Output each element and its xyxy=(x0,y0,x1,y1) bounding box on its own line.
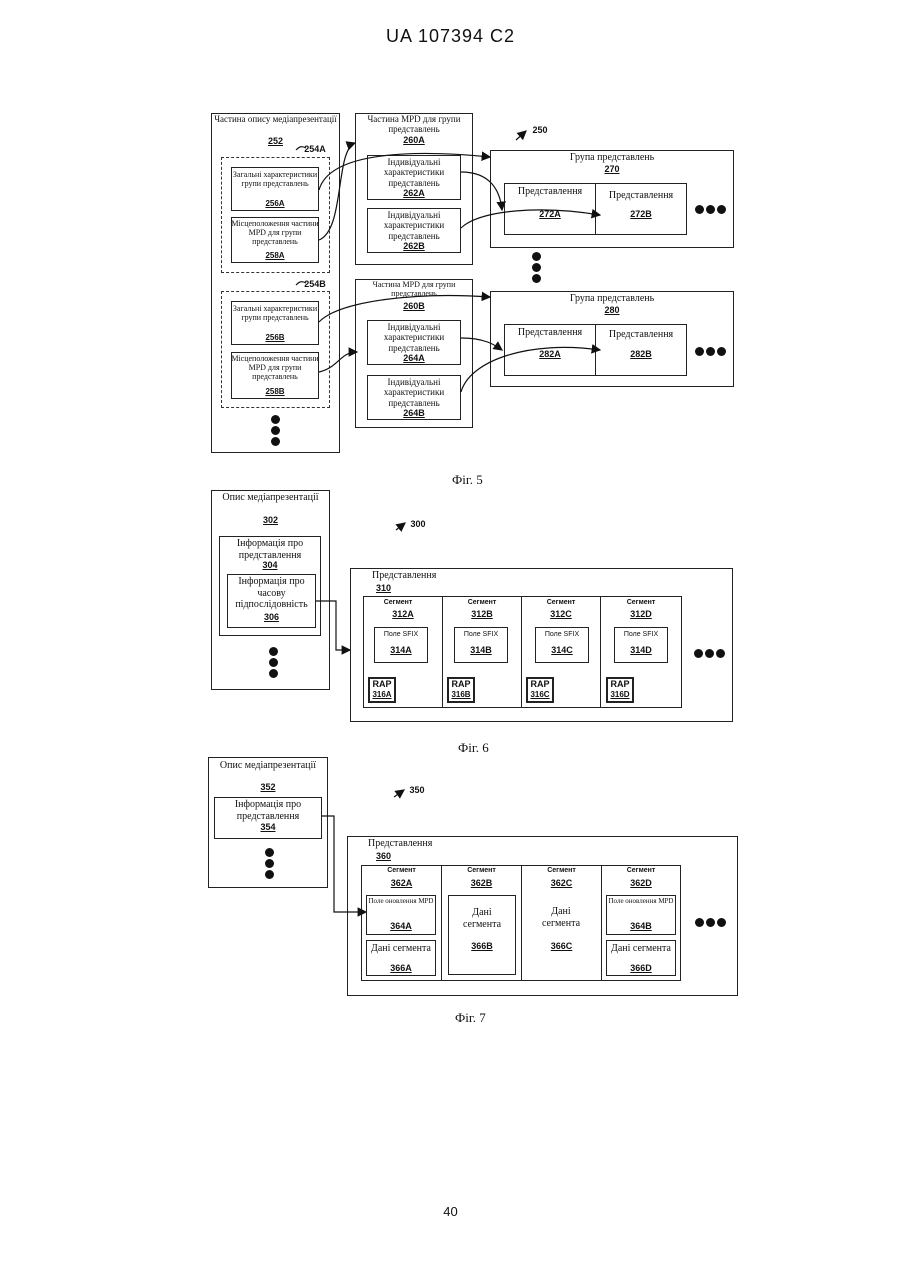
arrow-306-to-310 xyxy=(316,601,350,650)
page-number: 40 xyxy=(0,1204,901,1219)
arrow-264a-to-282a xyxy=(461,338,502,350)
arrow-264b-to-282b xyxy=(461,347,600,392)
leader-250 xyxy=(516,131,526,140)
leader-350 xyxy=(394,790,404,797)
arrow-262a-to-272a xyxy=(461,172,502,210)
leader-254b xyxy=(296,282,306,285)
leader-300 xyxy=(396,523,405,530)
arrow-262b-to-272b xyxy=(461,210,600,228)
arrow-258b-to-260b xyxy=(319,352,357,372)
arrow-256b-to-280 xyxy=(319,296,490,322)
arrow-258a-to-260a xyxy=(319,143,355,240)
leader-254a xyxy=(296,147,306,150)
arrow-354-to-364a xyxy=(322,816,366,912)
